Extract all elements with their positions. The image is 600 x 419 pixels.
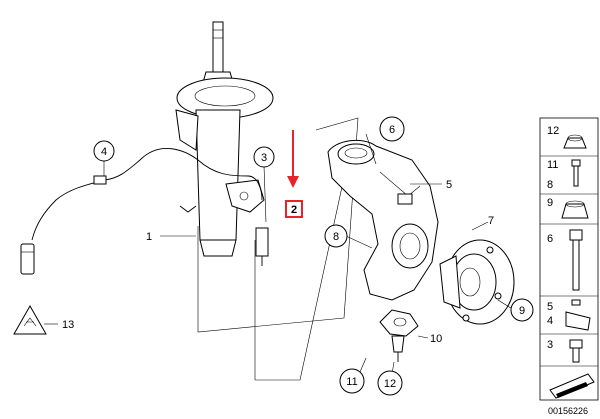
callout-3[interactable]: 3	[253, 146, 275, 168]
callout-label-3: 3	[261, 152, 267, 164]
callout-9[interactable]: 9	[510, 298, 534, 322]
callout-label-2: 2	[291, 204, 297, 216]
callout-label-10: 10	[430, 333, 442, 345]
side-item-11: 11	[547, 159, 558, 171]
callout-label-13: 13	[62, 319, 74, 331]
side-panel: 12 11 8 9 6 5 4 3	[539, 117, 599, 401]
side-item-4: 4	[547, 315, 553, 327]
callout-label-6: 6	[389, 124, 395, 136]
side-item-3: 3	[547, 339, 553, 351]
callout-label-7: 7	[488, 215, 494, 227]
steering-knuckle	[327, 139, 439, 301]
side-item-9: 9	[547, 197, 553, 209]
highlight-arrow	[287, 130, 299, 188]
callout-label-11: 11	[346, 376, 357, 388]
callout-7: 7	[488, 215, 494, 227]
side-item-12: 12	[547, 125, 559, 137]
wheel-hub	[439, 239, 515, 325]
callout-11[interactable]: 11	[339, 368, 365, 394]
image-number: 00156226	[548, 406, 588, 416]
callout-label-9: 9	[519, 305, 525, 317]
callout-4[interactable]: 4	[93, 140, 115, 162]
side-item-8: 8	[547, 179, 553, 191]
callout-10: 10	[430, 333, 442, 345]
callout-label-4: 4	[101, 146, 107, 158]
strut-assembly	[175, 21, 274, 257]
side-item-6: 6	[547, 233, 553, 245]
ball-joint	[379, 309, 419, 362]
callout-label-8: 8	[333, 231, 339, 243]
callout-6[interactable]: 6	[379, 116, 405, 142]
callout-5: 5	[446, 179, 452, 191]
callout-8[interactable]: 8	[324, 224, 348, 248]
callout-1: 1	[146, 231, 152, 243]
warning-triangle-icon	[13, 304, 47, 335]
callout-2[interactable]: 2	[285, 200, 303, 218]
callout-label-5: 5	[446, 179, 452, 191]
callout-label-1: 1	[146, 231, 152, 243]
side-item-5: 5	[547, 301, 553, 313]
callout-label-12: 12	[384, 378, 396, 390]
callout-13: 13	[62, 319, 74, 331]
callout-12[interactable]: 12	[377, 370, 403, 396]
